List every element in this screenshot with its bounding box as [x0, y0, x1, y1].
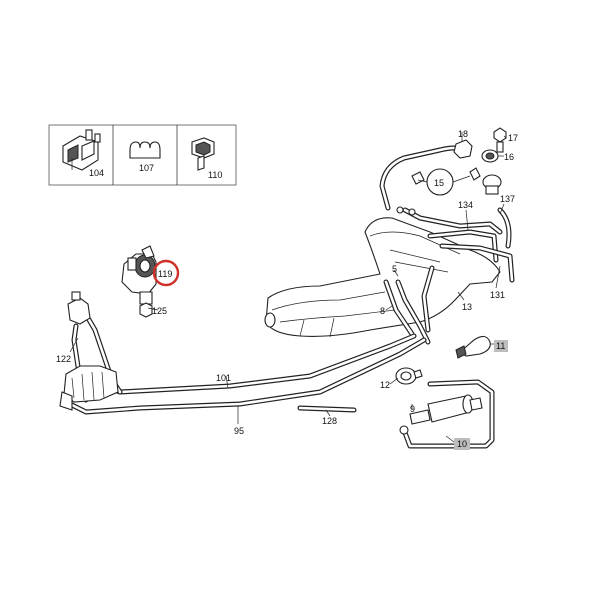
- callout-9[interactable]: 9: [410, 404, 415, 414]
- inset-label-104: 104: [89, 168, 104, 178]
- cable-clip: [455, 335, 491, 359]
- callout-134[interactable]: 134: [458, 200, 473, 210]
- main-fuel-lines: [67, 333, 427, 415]
- front-supply-lines: [383, 265, 435, 345]
- fuel-filter-assembly: [399, 379, 495, 449]
- bolt-icon: [493, 127, 507, 153]
- callout-119[interactable]: 119: [158, 269, 172, 279]
- tag-bg-10: [454, 438, 470, 450]
- highlight-ring-119: [152, 259, 180, 287]
- callout-13[interactable]: 13: [462, 302, 472, 312]
- pipe-section-128: [297, 405, 357, 413]
- tag-bg-11: [494, 340, 508, 352]
- check-valve-icon: [482, 174, 502, 195]
- callout-18[interactable]: 18: [458, 129, 468, 139]
- intake-manifold: [59, 365, 119, 411]
- grommet-icon: [481, 149, 499, 163]
- callout-101[interactable]: 101: [216, 373, 231, 383]
- callout-122[interactable]: 122: [56, 354, 71, 364]
- callout-8[interactable]: 8: [380, 306, 385, 316]
- line-clip-icon: [129, 141, 161, 159]
- callout-15[interactable]: 15: [434, 178, 444, 188]
- vent-valve-parts: [411, 127, 507, 196]
- fuel-tank: [264, 217, 501, 338]
- air-pump: [121, 245, 157, 311]
- inset-panel: 104 107 110: [48, 124, 237, 186]
- pump-nut: [139, 302, 153, 318]
- bracket-clip-icon: [191, 137, 215, 171]
- callout-137[interactable]: 137: [500, 194, 515, 204]
- hose-clamp: [395, 367, 423, 385]
- callout-125[interactable]: 125: [152, 306, 167, 316]
- callout-10[interactable]: 10: [457, 439, 467, 449]
- inset-label-110: 110: [208, 170, 222, 180]
- inset-label-107: 107: [139, 163, 154, 173]
- callout-5[interactable]: 5: [392, 264, 397, 274]
- callout-131[interactable]: 131: [490, 290, 505, 300]
- callout-16[interactable]: 16: [504, 152, 514, 162]
- callout-95[interactable]: 95: [234, 426, 244, 436]
- callout-12[interactable]: 12: [380, 380, 390, 390]
- leader-lines: [69, 132, 507, 443]
- callout-11[interactable]: 11: [496, 341, 505, 351]
- callout-17[interactable]: 17: [508, 133, 518, 143]
- callout-128[interactable]: 128: [322, 416, 337, 426]
- diagnostic-module-icon: [62, 129, 101, 171]
